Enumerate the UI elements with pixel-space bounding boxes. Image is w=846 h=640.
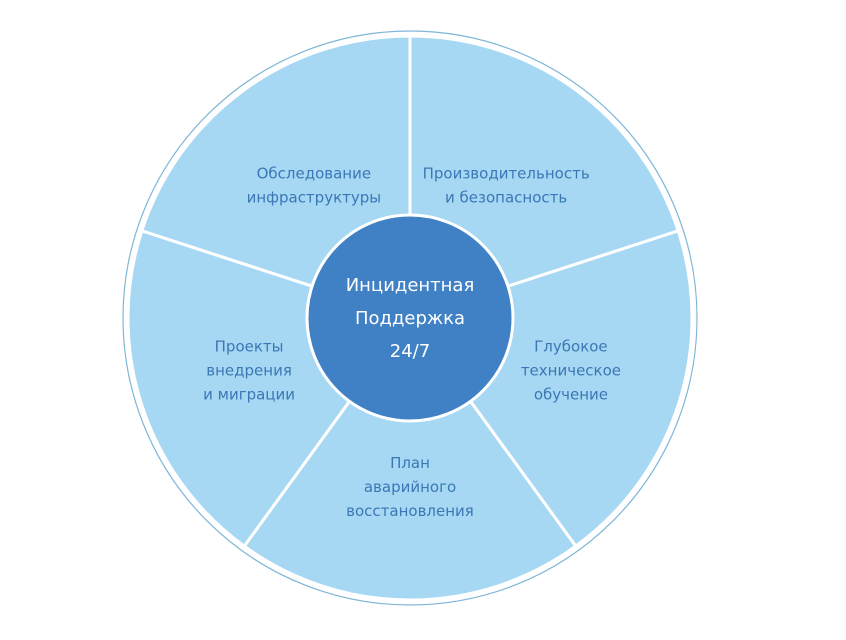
segment-label-infra: Обследование инфраструктуры	[247, 165, 382, 207]
segment-label-line: План	[390, 454, 430, 472]
segment-label-line: Обследование	[257, 165, 372, 183]
center-label-line: 24/7	[390, 341, 430, 362]
segment-dr	[242, 315, 578, 602]
segment-label-line: Проекты	[215, 337, 284, 355]
segment-label-line: и безопасность	[445, 189, 567, 207]
outer-ring	[122, 30, 698, 606]
segment-label-line: аварийного	[364, 478, 456, 496]
segment-label-line: и миграции	[203, 385, 295, 403]
segment-label-line: Глубокое	[534, 337, 608, 355]
segment-label-line: обучение	[534, 385, 608, 403]
segment-labels-group: Обследование инфраструктуры Производительн…	[203, 165, 621, 521]
center-circle	[305, 213, 515, 423]
segment-label-line: инфраструктуры	[247, 189, 382, 207]
center-label-line: Поддержка	[355, 308, 465, 329]
segment-label-training: Глубокое техническое обучение	[521, 337, 621, 403]
segment-label-line: восстановления	[346, 502, 474, 520]
segment-label-migration: Проекты внедрения и миграции	[203, 337, 295, 403]
segment-label-dr: План аварийного восстановления	[346, 454, 474, 520]
segment-label-line: Производительность	[423, 165, 590, 183]
segment-label-perf: Производительность и безопасность	[423, 165, 590, 207]
segment-label-line: техническое	[521, 361, 621, 379]
center-label-line: Инцидентная	[346, 275, 475, 296]
segment-label-line: внедрения	[206, 361, 292, 379]
